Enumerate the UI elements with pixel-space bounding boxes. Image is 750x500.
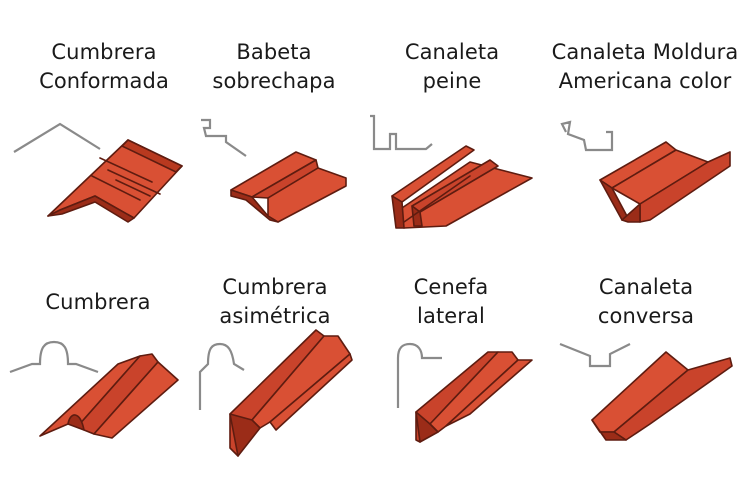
cumbrera-right-slope (93, 361, 179, 439)
babeta-sobrechapa-profile (201, 118, 247, 157)
cumbrera-asimetrica-illustration (198, 329, 353, 457)
cumbrera-profile (9, 340, 99, 374)
canaleta-conversa-profile (559, 342, 631, 368)
canaleta-moldura-illustration (560, 120, 731, 223)
cenefa-lateral-illustration (396, 342, 533, 443)
canaleta-peine-profile (370, 114, 433, 151)
label-cenefa-lateral: Cenefa lateral (413, 275, 489, 328)
label-cumbrera-conformada: Cumbrera Conformada (39, 40, 169, 93)
label-canaleta-moldura-americana: Canaleta Moldura Americana color (551, 40, 739, 93)
cumbrera-conformada-illustration (13, 122, 183, 223)
label-canaleta-peine: Canaleta peine (404, 40, 500, 93)
babeta-sobrechapa-illustration (201, 118, 347, 223)
ridge-right-plane (121, 139, 183, 173)
label-cumbrera: Cumbrera (45, 290, 151, 314)
asimetrica-slope (269, 353, 353, 431)
cenefa-lateral-profile (396, 342, 442, 408)
label-canaleta-conversa: Canaleta conversa (597, 275, 695, 328)
label-babeta-sobrechapa: Babeta sobrechapa (212, 40, 336, 93)
cumbrera-asimetrica-profile (198, 342, 245, 410)
canaleta-peine-illustration (370, 114, 533, 229)
canaleta-conversa-illustration (559, 342, 733, 441)
label-cumbrera-asimetrica: Cumbrera asimétrica (219, 275, 331, 328)
canaleta-moldura-profile (560, 120, 614, 152)
cumbrera-conformada-profile (13, 122, 101, 153)
cenefa-flange (445, 359, 533, 427)
cumbrera-illustration (9, 340, 179, 439)
